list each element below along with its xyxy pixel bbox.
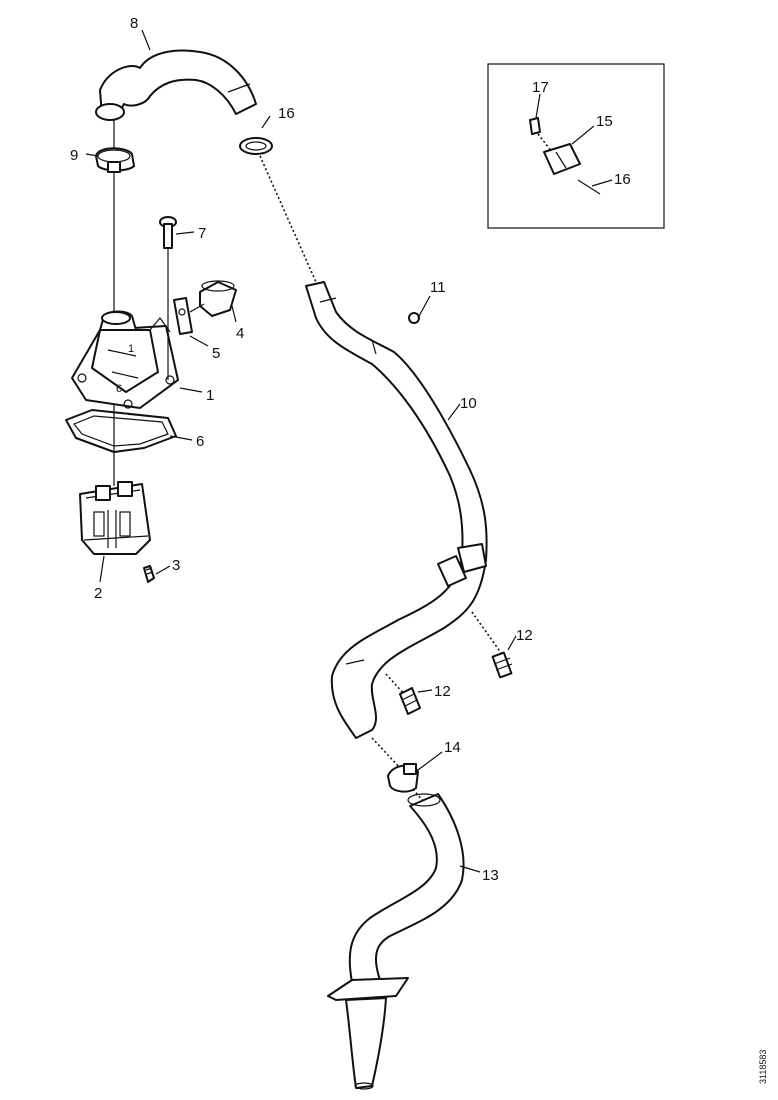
- housing-assembly-1: 1 6: [71, 310, 179, 409]
- screw-3: [143, 565, 155, 583]
- callout-18: 16: [278, 105, 295, 122]
- callout-5: 5: [212, 345, 220, 362]
- callout-11: 11: [430, 279, 446, 296]
- callout-1: 1: [206, 387, 214, 404]
- callout-9: 9: [70, 147, 78, 164]
- hose-clamp-14: [387, 763, 419, 793]
- callout-12-right: 12: [516, 627, 533, 644]
- callout-8: 8: [130, 15, 138, 32]
- housing-upper-mark: 1: [128, 343, 134, 355]
- upper-hose-8: [95, 49, 257, 121]
- inset-screw-17: [529, 117, 541, 135]
- callout-4: 4: [236, 325, 244, 342]
- callout-12-left: 12: [434, 683, 451, 700]
- bracket-5: [173, 297, 193, 335]
- leader-lines: [85, 29, 613, 873]
- nut-11: [408, 312, 420, 324]
- bolt-7: [159, 216, 177, 249]
- hose-clamp-9: [95, 147, 135, 173]
- bolt-12-right: [491, 651, 513, 679]
- housing-lower-mark: 6: [116, 383, 122, 395]
- callout-15: 15: [596, 113, 613, 130]
- callout-3: 3: [172, 557, 180, 574]
- callout-17: 17: [532, 79, 549, 96]
- intake-pipe-10: [305, 281, 488, 739]
- assembly-lines-left: [113, 120, 205, 486]
- callout-14: 14: [444, 739, 461, 756]
- filter-element-2: [79, 481, 151, 555]
- inset-bracket-15: [543, 143, 581, 175]
- callout-10: 10: [460, 395, 477, 412]
- callout-7: 7: [198, 225, 206, 242]
- callout-13: 13: [482, 867, 499, 884]
- lower-pipe-13: [327, 793, 465, 1090]
- cap-4: [199, 280, 237, 317]
- drawing-reference: 3118583: [758, 1050, 768, 1084]
- inset-pin-16: [577, 179, 601, 195]
- hose-clamp-18-upper: [239, 137, 273, 155]
- bolt-12-left: [399, 687, 421, 715]
- callout-2: 2: [94, 585, 102, 602]
- detail-inset: [487, 63, 665, 229]
- gasket-6: [65, 409, 177, 453]
- callout-6: 6: [196, 433, 204, 450]
- callout-16: 16: [614, 171, 631, 188]
